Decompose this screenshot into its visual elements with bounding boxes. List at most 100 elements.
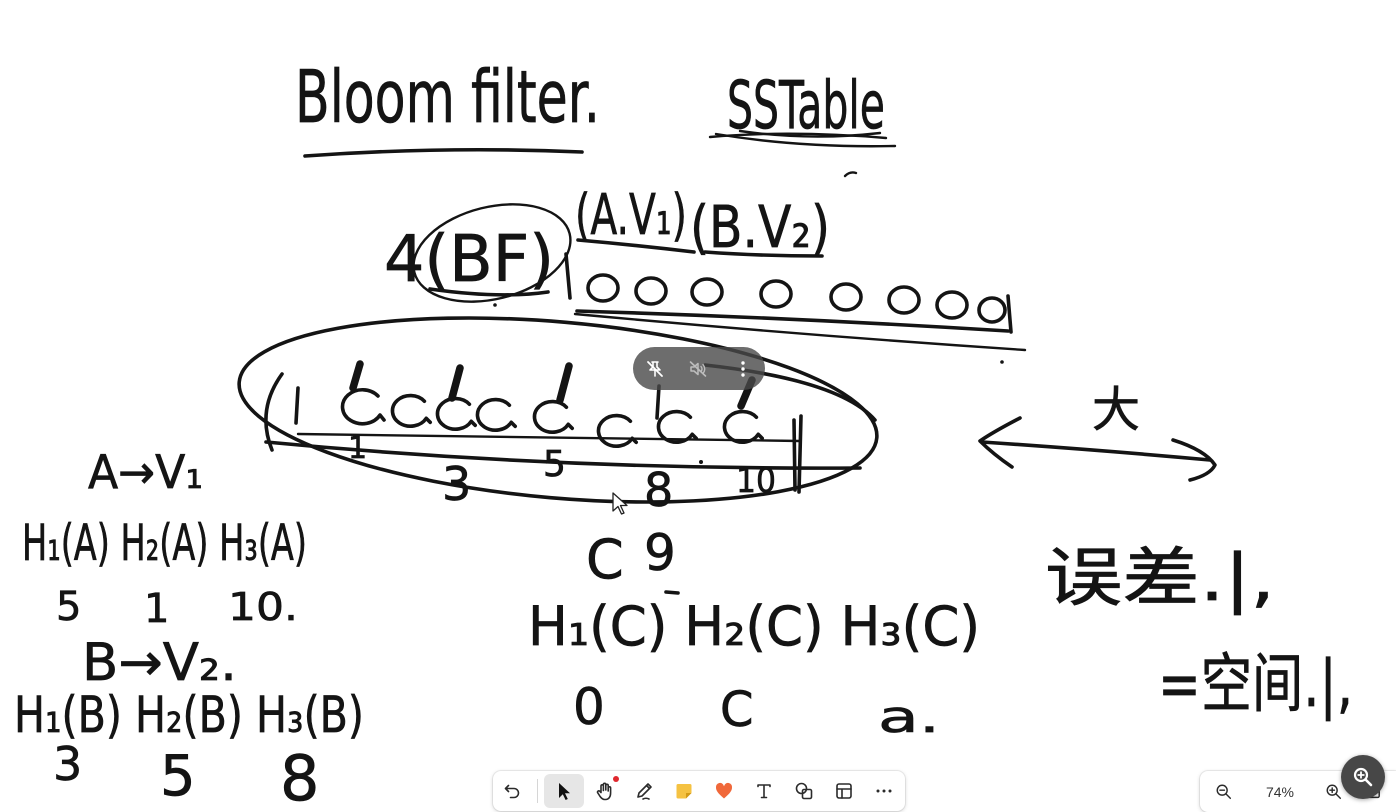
zoom-level[interactable]: 74% — [1265, 783, 1295, 800]
ink-bit-array-ellipse — [237, 316, 879, 504]
more-tools-button[interactable] — [864, 774, 904, 808]
ink-end-bar — [1006, 294, 1013, 334]
ink-paren — [264, 372, 284, 452]
ink-data-block — [759, 279, 793, 309]
zoom-in-button[interactable] — [1316, 775, 1352, 809]
undo-button[interactable] — [493, 774, 531, 808]
ink-bit-index: 3 — [442, 457, 471, 511]
zoom-in-icon — [1326, 784, 1342, 799]
ink-bit-index: 8 — [644, 463, 673, 517]
ink-bit-index: 5 — [543, 444, 566, 485]
ink-a-hashes: H₁(A) H₂(A) H₃(A) — [22, 514, 307, 572]
ink-arrowhead-right — [1171, 438, 1217, 482]
ink-title-bloom-filter: Bloom filter. — [295, 55, 600, 139]
more-icon — [876, 789, 892, 793]
ink-set-mark — [655, 384, 661, 420]
ink-data-block — [887, 285, 921, 315]
ink-bit-one — [294, 386, 300, 425]
bottom-toolbar — [493, 771, 905, 811]
mouse-cursor — [612, 492, 628, 515]
ink-b-value: 5 — [160, 744, 196, 809]
ink-b-value: 3 — [53, 737, 82, 791]
ink-underline-kv-b — [703, 250, 824, 258]
pen-tool-button[interactable] — [624, 774, 664, 808]
ink-bit-cell — [435, 396, 477, 431]
magnifier-button[interactable] — [1341, 755, 1385, 799]
ink-c-hashes: H₁(C) H₂(C) H₃(C) — [528, 595, 980, 658]
ink-underline-sstable — [708, 129, 897, 178]
ink-stroke — [843, 171, 858, 178]
unpin-button[interactable] — [635, 353, 675, 384]
ink-band-line — [264, 440, 862, 470]
ink-data-block — [977, 296, 1007, 324]
ink-bit-cell — [390, 393, 432, 428]
unpin-icon — [647, 360, 663, 377]
ink-kv-a: (A.V₁) — [575, 183, 687, 248]
shapes-tool-button[interactable] — [784, 774, 824, 808]
ink-note-line-2: =空间.|, — [1158, 648, 1353, 722]
ink-stroke — [738, 129, 882, 138]
ink-dash — [664, 590, 680, 595]
ink-data-blocks — [586, 273, 1013, 334]
mute-button[interactable] — [678, 353, 718, 384]
media-controls-overlay — [633, 347, 765, 390]
ink-underline-kv-a — [576, 238, 696, 254]
sticky-note-button[interactable] — [664, 774, 704, 808]
sticky-note-icon — [676, 784, 692, 799]
ink-set-mark — [349, 360, 364, 392]
ink-underline-data — [573, 312, 1027, 352]
notification-dot — [613, 776, 619, 782]
ink-dot — [1000, 360, 1004, 364]
text-tool-button[interactable] — [744, 774, 784, 808]
ink-arrowhead-left — [978, 416, 1022, 469]
ink-a-map: A→V₁ — [88, 445, 203, 499]
ink-a-value: 5 — [56, 584, 81, 630]
magnifier-icon — [1353, 767, 1373, 787]
ink-b-map: B→V₂. — [82, 633, 237, 693]
ink-band-line — [296, 432, 802, 443]
reactions-button[interactable] — [704, 774, 744, 808]
ink-data-block — [935, 290, 969, 320]
media-more-button[interactable] — [723, 353, 763, 384]
zoom-out-icon — [1216, 784, 1232, 799]
ink-dot — [699, 460, 703, 464]
pan-tool-button[interactable] — [584, 774, 624, 808]
ink-data-block — [829, 282, 863, 312]
ink-array-end-bar — [797, 414, 803, 494]
ink-data-block — [634, 276, 668, 306]
zoom-out-button[interactable] — [1204, 775, 1244, 809]
select-tool-button[interactable] — [544, 774, 584, 808]
ink-note-line-1: 误差.|, — [1045, 542, 1275, 616]
ink-b-value: 8 — [280, 742, 319, 812]
ink-size-label: 大 — [1092, 382, 1140, 438]
ink-c-value: 0 — [573, 678, 605, 736]
ink-dot — [493, 303, 497, 307]
ink-kv-b: (B.V₂) — [690, 193, 830, 261]
shapes-icon — [795, 782, 813, 800]
text-icon — [757, 784, 771, 799]
pointer-icon — [559, 783, 570, 800]
ink-bit-cell — [340, 387, 386, 426]
ink-separator-bar — [564, 252, 572, 300]
pen-icon — [637, 783, 652, 800]
ink-bit-cell — [722, 409, 764, 444]
template-icon — [836, 783, 852, 799]
ink-data-block — [586, 273, 620, 303]
ink-c-value: C — [720, 682, 754, 738]
ink-underline-bf — [428, 287, 550, 297]
ink-bf-label: 4(BF) — [384, 223, 554, 297]
ink-data-block — [690, 277, 724, 307]
ink-bit-cell — [532, 399, 574, 434]
ink-stroke — [714, 132, 897, 148]
ink-a-value: 10. — [228, 585, 298, 629]
ink-bit-index: 10 — [736, 461, 776, 501]
more-vertical-icon — [741, 360, 745, 377]
ink-bit-cell — [656, 409, 698, 444]
ink-bit-cells — [340, 387, 764, 448]
ink-c-note: 9 — [644, 524, 676, 582]
templates-button[interactable] — [824, 774, 864, 808]
ink-b-hashes: H₁(B) H₂(B) H₃(B) — [14, 686, 364, 744]
ink-set-mark — [448, 364, 464, 402]
ink-bf-circle — [412, 203, 572, 303]
